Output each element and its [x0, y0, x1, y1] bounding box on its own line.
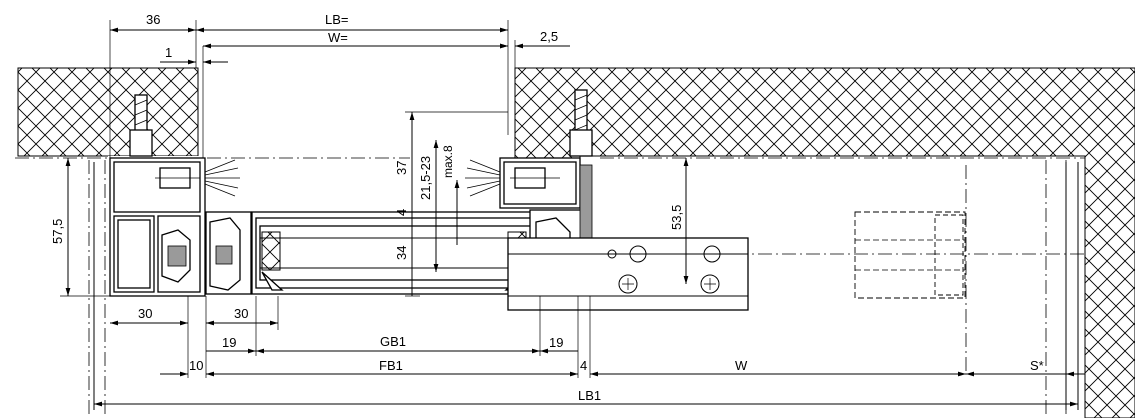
- ceiling-left: [17, 67, 199, 157]
- carriage: [251, 211, 553, 295]
- dim-gb1: GB1: [380, 334, 406, 349]
- dim-max-8: max.8: [441, 145, 455, 178]
- dim-19-left: 19: [222, 335, 236, 350]
- rail-left-end: [205, 211, 252, 295]
- dim-21-5-23: 21,5-23: [418, 156, 433, 200]
- dim-s-star: S*: [1030, 358, 1044, 373]
- dim-30-right: 30: [234, 306, 248, 321]
- dim-w: W: [735, 358, 748, 373]
- dim-37: 37: [394, 161, 409, 175]
- dim-lb1: LB1: [578, 388, 601, 403]
- dim-lb-eq: LB=: [325, 12, 349, 27]
- dim-34: 34: [394, 246, 409, 260]
- left-housing-profile: [109, 94, 240, 297]
- ghost-carriage: [854, 211, 966, 299]
- dim-1: 1: [165, 45, 172, 60]
- dim-4-lower: 4: [580, 358, 587, 373]
- dim-53-5: 53,5: [669, 205, 684, 230]
- dim-4-upper: 4: [394, 209, 409, 216]
- dim-36: 36: [146, 12, 160, 27]
- dim-30-left: 30: [138, 306, 152, 321]
- dim-19-right: 19: [549, 335, 563, 350]
- dim-57-5: 57,5: [50, 219, 65, 244]
- dim-w-eq: W=: [328, 30, 348, 45]
- dim-10: 10: [189, 358, 203, 373]
- track-rail: [507, 237, 749, 311]
- dim-fb1: FB1: [379, 358, 403, 373]
- dim-2-5: 2,5: [540, 29, 558, 44]
